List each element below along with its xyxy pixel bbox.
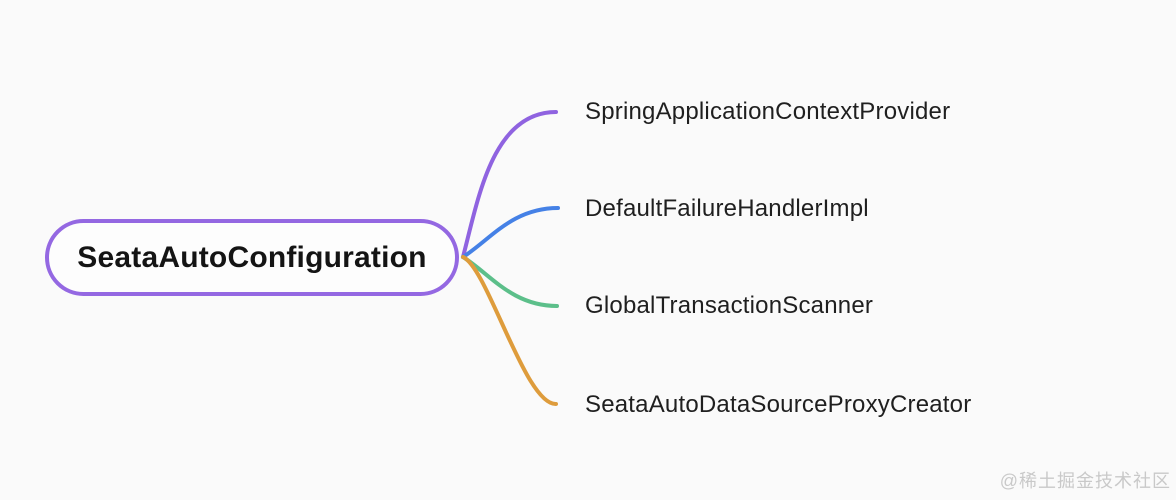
watermark: @稀土掘金技术社区 [999, 471, 1171, 491]
branch-node-global-transaction-scanner[interactable]: GlobalTransactionScanner [585, 292, 874, 319]
branch-curve-default-failure-handler-impl [461, 206, 560, 259]
branch-node-seata-auto-datasource-proxy-creator[interactable]: SeataAutoDataSourceProxyCreator [585, 391, 972, 418]
branch-curve-global-transaction-scanner [461, 255, 559, 308]
branch-curve-seata-auto-datasource-proxy-creator [461, 255, 558, 407]
root-node[interactable]: SeataAutoConfiguration [45, 219, 459, 296]
branch-node-default-failure-handler-impl[interactable]: DefaultFailureHandlerImpl [585, 195, 869, 222]
branch-node-spring-application-context-provider[interactable]: SpringApplicationContextProvider [585, 98, 951, 125]
branch-curve-spring-application-context-provider [461, 110, 558, 259]
root-node-label: SeataAutoConfiguration [77, 240, 427, 274]
